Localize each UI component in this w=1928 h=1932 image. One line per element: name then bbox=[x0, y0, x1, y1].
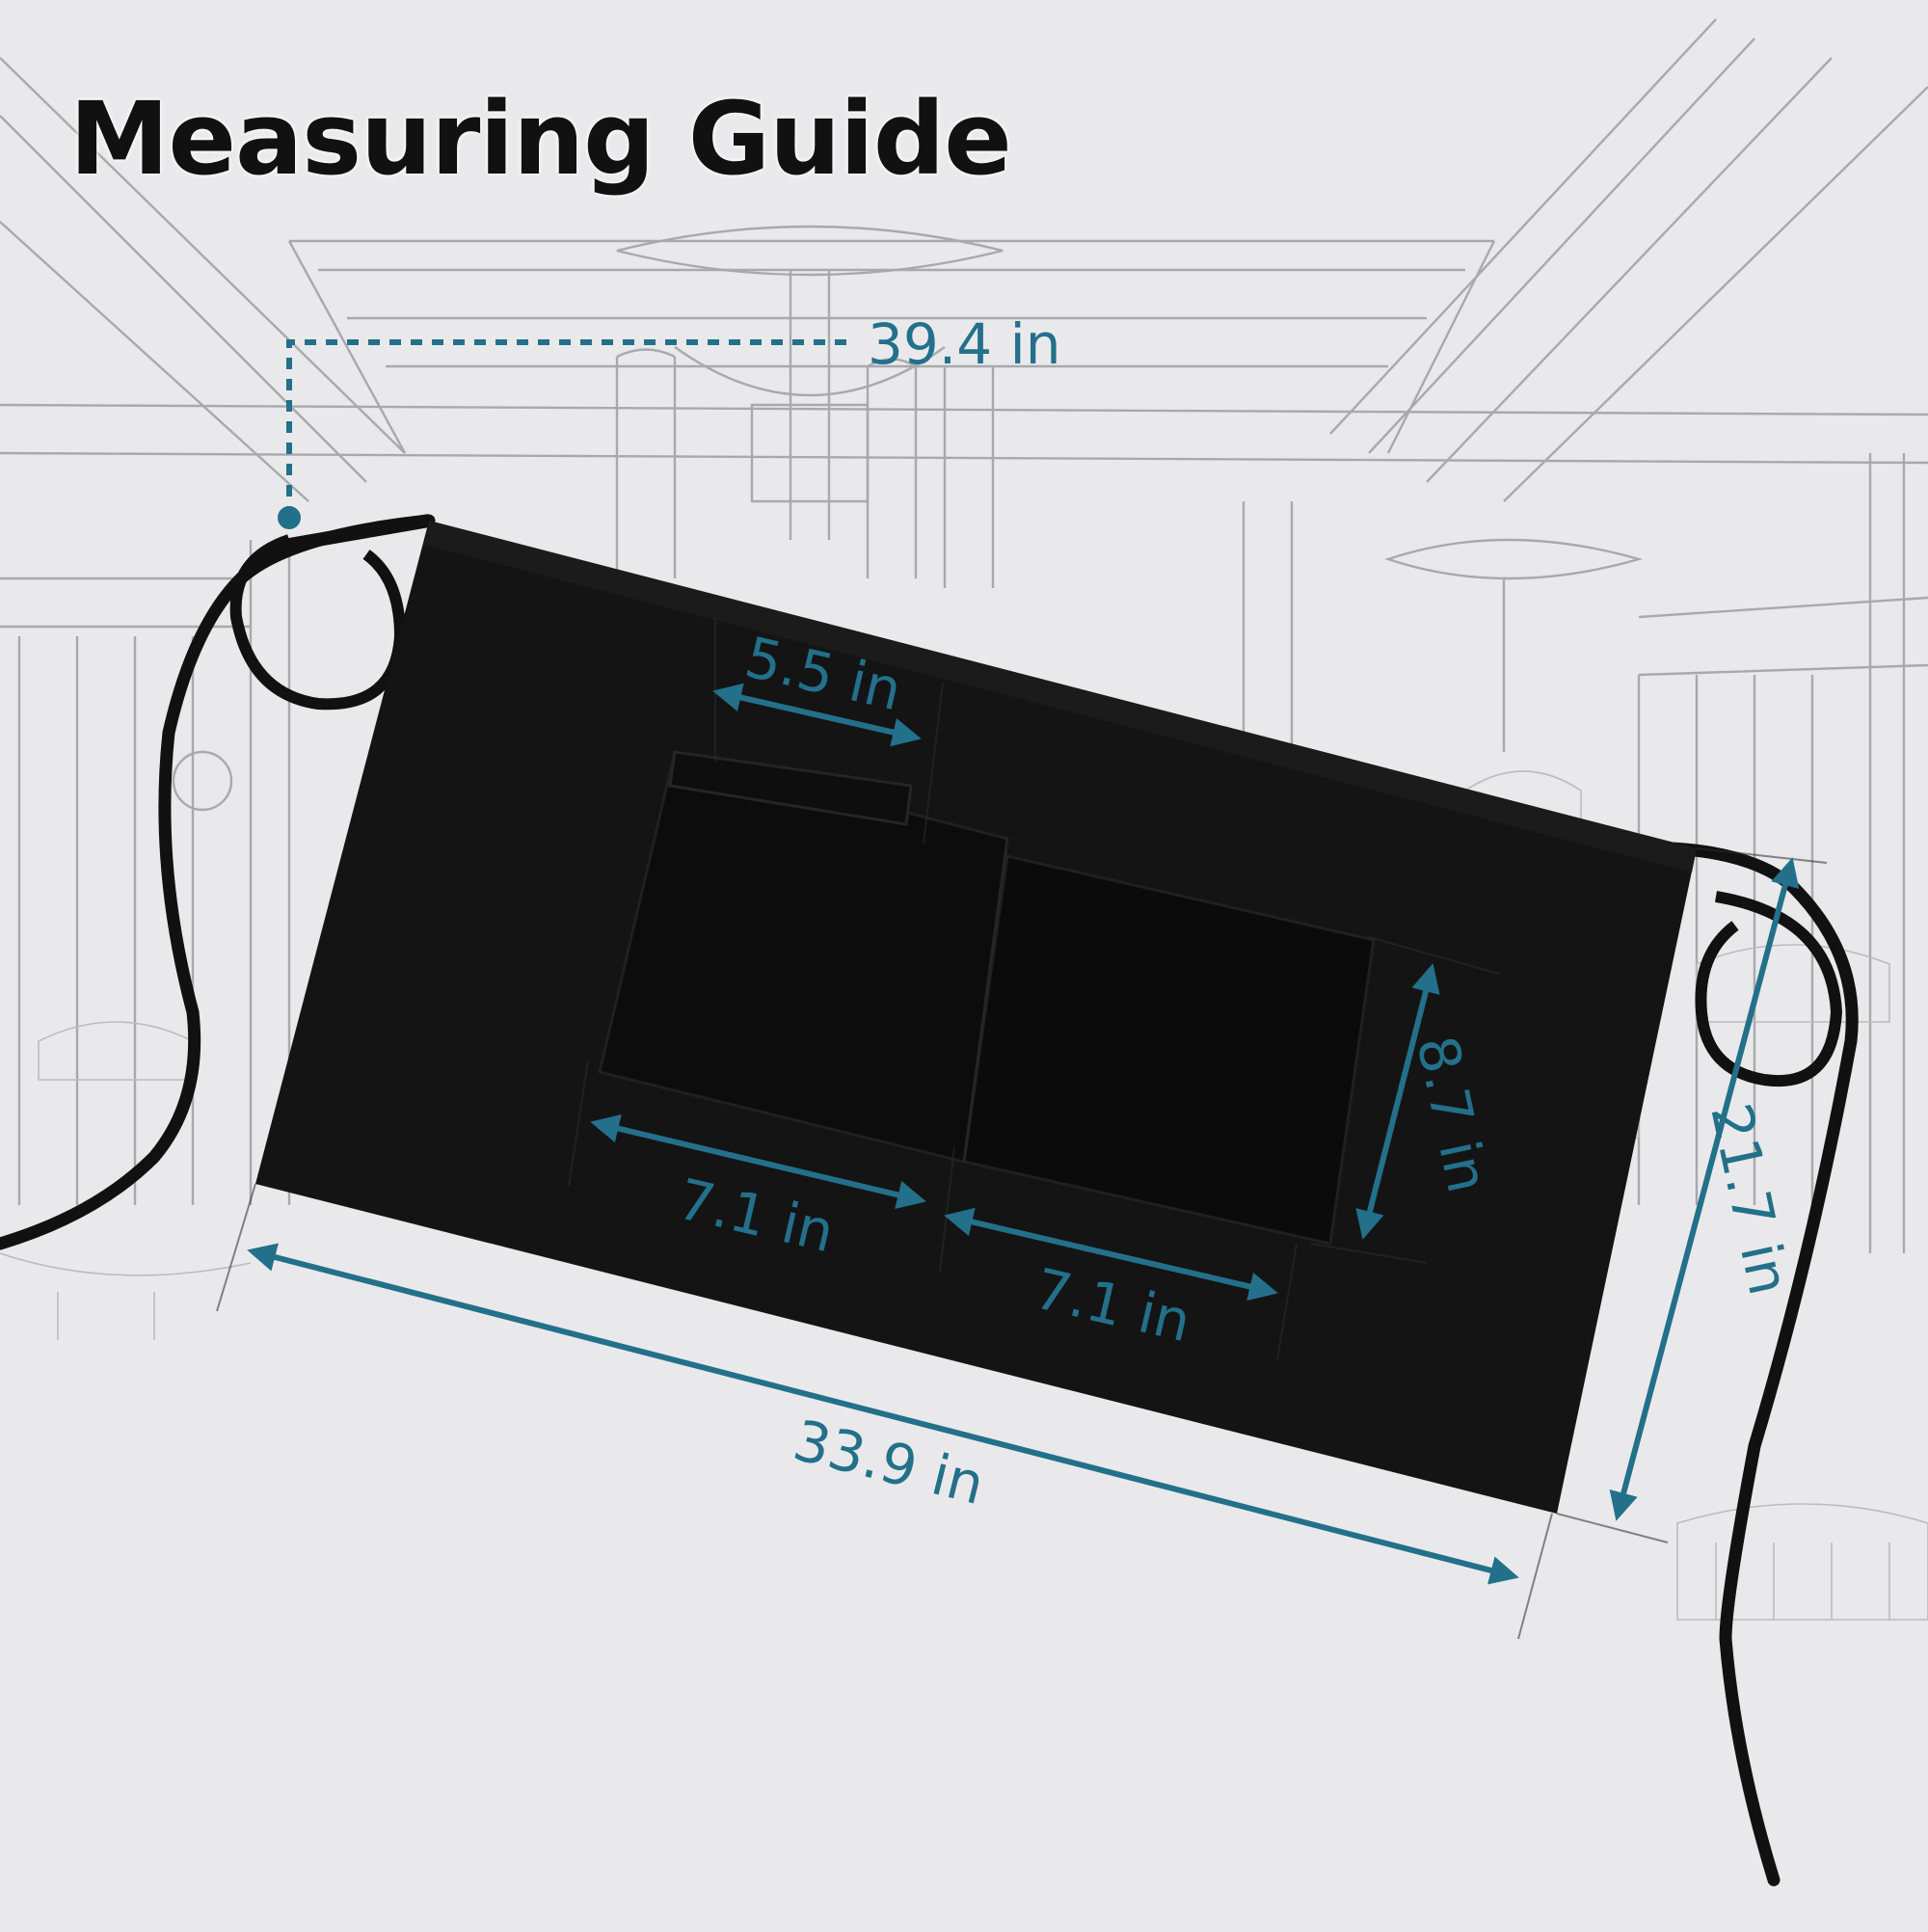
apron-body bbox=[255, 521, 1697, 1514]
pen-pocket bbox=[668, 750, 913, 826]
left-waist-strap bbox=[0, 514, 436, 1250]
right-waist-strap bbox=[1666, 842, 1859, 1887]
page-title: Measuring Guide bbox=[69, 80, 1012, 198]
strap-length-marker bbox=[278, 339, 848, 529]
apron-length-label: 21.7 in bbox=[1698, 1098, 1802, 1301]
apron-width-label: 33.9 in bbox=[788, 1408, 991, 1517]
dimension-arrows bbox=[247, 683, 1800, 1585]
strap-length-label: 39.4 in bbox=[868, 311, 1060, 377]
